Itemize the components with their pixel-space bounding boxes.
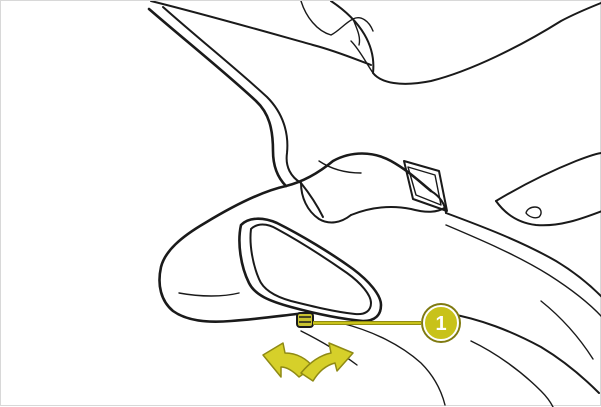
motion-arrows — [263, 343, 353, 381]
windshield-top-edge — [446, 213, 601, 317]
mirror-glass — [239, 219, 381, 321]
headliner-right-panel — [496, 153, 601, 225]
headliner-top-panel — [151, 1, 601, 84]
cabin-lower-right-lines — [446, 301, 599, 407]
callout-badge-1: 1 — [421, 303, 461, 343]
callout-label: 1 — [435, 313, 446, 335]
mirror-mount-housing — [286, 154, 446, 223]
mirror-dimming-switch — [297, 313, 313, 327]
windshield-frame-left — [149, 7, 301, 186]
